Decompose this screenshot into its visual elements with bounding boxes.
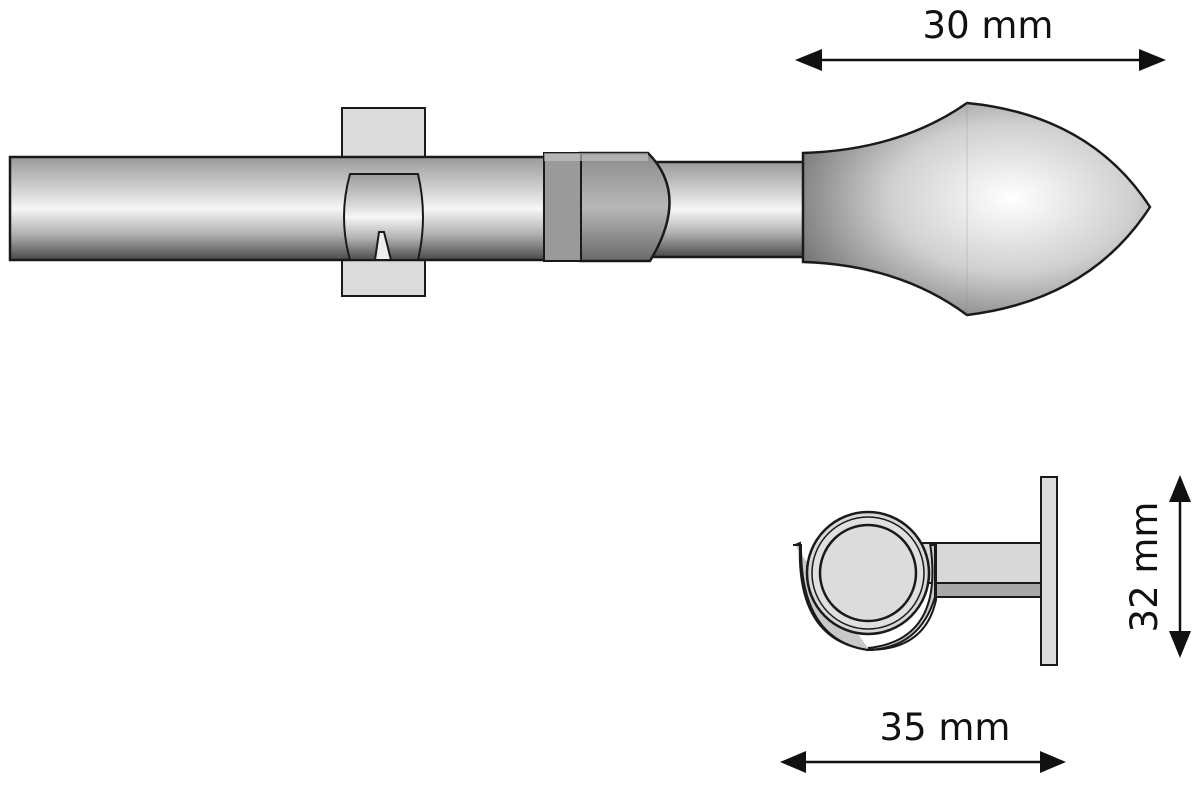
bracket-height-dimension: 32 mm [1123, 475, 1191, 658]
bracket-depth-dimension: 35 mm [780, 706, 1066, 773]
main-rod [8, 155, 548, 262]
finial-length-label: 30 mm [923, 4, 1054, 47]
rod-ring-holder [343, 173, 424, 261]
bracket-side-view [793, 476, 1058, 666]
bracket-height-label: 32 mm [1123, 502, 1166, 633]
finial [801, 101, 1152, 317]
inner-rod [643, 160, 807, 259]
bracket-depth-label: 35 mm [880, 706, 1011, 749]
finial-length-dimension: 30 mm [795, 4, 1166, 71]
rod-connector [543, 151, 671, 263]
